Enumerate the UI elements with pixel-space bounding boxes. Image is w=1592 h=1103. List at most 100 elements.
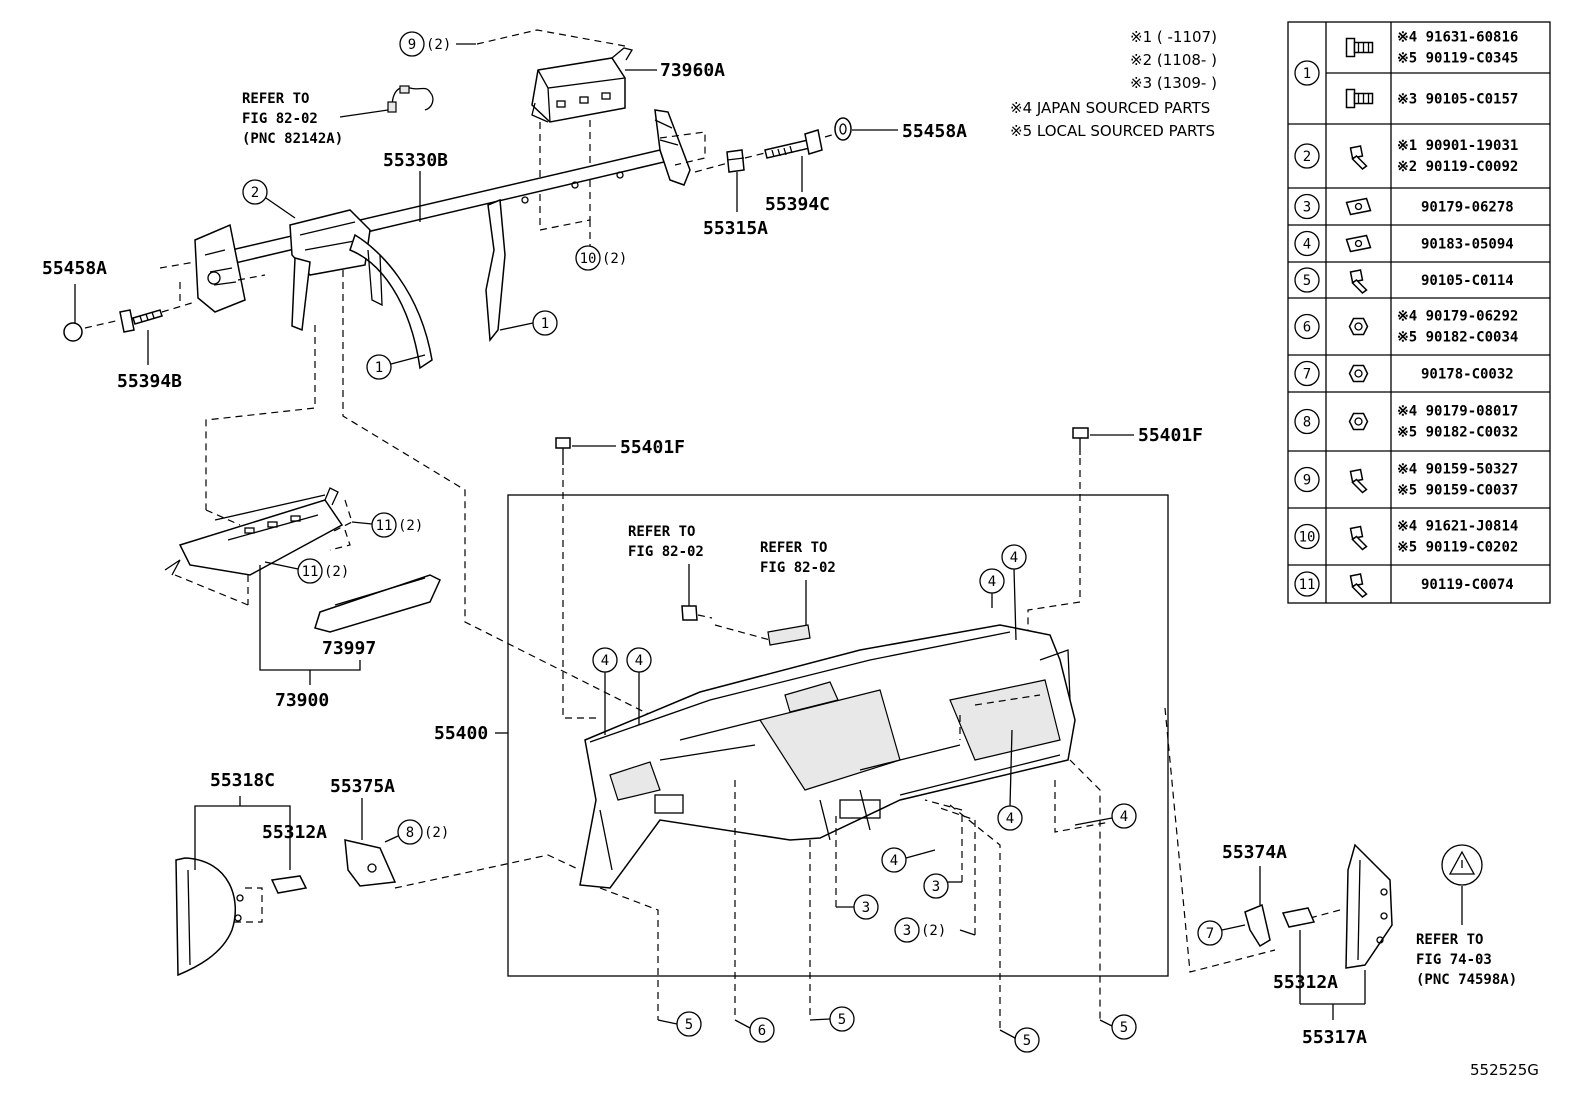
stud-bolt-55394B <box>119 309 163 333</box>
fastener-part-number: ※4 90179-06292 <box>1397 309 1518 325</box>
svg-text:(2): (2) <box>426 37 451 53</box>
clip-55312A-right <box>1281 907 1316 928</box>
callout-8: 8 (2) <box>384 819 449 845</box>
fastener-table: 1 ※4 91631-60816 ※5 90119-C0345 ※3 90105-C0… <box>1287 21 1551 604</box>
bolt-icon <box>1349 269 1368 294</box>
callout-3a: 3 <box>836 894 879 920</box>
svg-text:(2): (2) <box>398 518 423 534</box>
fastener-part-number: ※4 90159-50327 <box>1397 462 1518 478</box>
bracket-55374A <box>1244 903 1271 948</box>
part-label-55317A: 55317A <box>1302 1027 1367 1048</box>
refer-top-line3: (PNC 82142A) <box>242 131 343 147</box>
grommet-55458A-left <box>63 322 83 342</box>
callout-5c: 5 <box>999 1027 1040 1053</box>
part-label-73997: 73997 <box>322 638 376 659</box>
fastener-row: 2 ※1 90901-19031 ※2 90119-C0092 <box>1294 138 1518 175</box>
fastener-number-circle <box>1294 571 1320 597</box>
callout-7: 7 <box>1197 920 1246 946</box>
part-label-55458A-right: 55458A <box>902 121 967 142</box>
screw-55401F-left <box>555 437 571 465</box>
callout-5d: 5 <box>1099 1014 1137 1040</box>
callout-4b: 4 <box>626 647 652 725</box>
harness-connector <box>387 85 434 113</box>
part-label-55458A-left: 55458A <box>42 258 107 279</box>
refer-top-line1: REFER TO <box>242 91 309 107</box>
note-4: ※4 JAPAN SOURCED PARTS <box>1010 99 1210 117</box>
svg-text:7: 7 <box>1206 926 1214 942</box>
note-1: ※1 ( -1107) <box>1130 28 1217 46</box>
fastener-part-number: ※1 90901-19031 <box>1397 138 1518 154</box>
fastener-row: 11 90119-C0074 <box>1294 571 1514 598</box>
clip-55315A <box>726 149 745 173</box>
callout-3b: 3 <box>923 873 962 899</box>
side-cover-55317A <box>1345 843 1393 969</box>
fastener-part-number: 90179-06278 <box>1421 200 1514 216</box>
fastener-number: 10 <box>1299 530 1316 546</box>
fastener-number: 1 <box>1303 66 1311 82</box>
svg-text:10: 10 <box>580 251 597 267</box>
clip-nut-icon <box>1345 234 1372 253</box>
fastener-number: 11 <box>1299 577 1316 593</box>
refer-mid2-line1: REFER TO <box>760 540 827 556</box>
part-label-55318C: 55318C <box>210 770 275 791</box>
fastener-row: 8※4 90179-08017※5 90182-C0032 <box>1294 404 1518 441</box>
diagram-id: 552525G <box>1470 1061 1539 1079</box>
fastener-row: 10※4 91621-J0814※5 90119-C0202 <box>1294 519 1518 556</box>
fastener-row: 3 90179-06278 <box>1294 193 1514 220</box>
svg-text:9: 9 <box>408 37 416 53</box>
fastener-part-number: ※2 90119-C0092 <box>1397 159 1518 175</box>
fastener-row: ※3 90105-C0157 <box>1345 88 1518 109</box>
fastener-number: 2 <box>1303 149 1311 165</box>
fastener-row: 7 90178-C0032 <box>1294 360 1514 387</box>
fastener-number: 3 <box>1303 200 1311 216</box>
svg-text:4: 4 <box>890 853 898 869</box>
fastener-row: 6※4 90179-06292※5 90182-C0034 <box>1294 309 1518 346</box>
svg-text:2: 2 <box>251 185 259 201</box>
refer-top-line2: FIG 82-02 <box>242 111 318 127</box>
svg-text:(2): (2) <box>324 564 349 580</box>
part-label-73900: 73900 <box>275 690 329 711</box>
nut-icon <box>1348 317 1369 336</box>
fastener-number-circle <box>1294 267 1320 293</box>
svg-text:1: 1 <box>541 316 549 332</box>
svg-text:5: 5 <box>838 1012 846 1028</box>
part-label-55401F-left: 55401F <box>620 437 685 458</box>
fastener-part-number: ※5 90119-C0345 <box>1397 51 1518 67</box>
part-label-55315A: 55315A <box>703 218 768 239</box>
svg-text:4: 4 <box>1010 550 1018 566</box>
callout-10: 10 (2) <box>575 245 627 271</box>
callout-4d: 4 <box>979 568 1005 608</box>
fastener-part-number: 90178-C0032 <box>1421 367 1514 383</box>
grommet-55458A-right <box>834 117 852 141</box>
svg-text:(2): (2) <box>921 923 946 939</box>
bolt-long-icon <box>1345 88 1374 109</box>
airbag-warning-icon <box>1441 844 1483 886</box>
svg-text:4: 4 <box>635 653 643 669</box>
svg-text:(2): (2) <box>602 251 627 267</box>
fastener-part-number: 90119-C0074 <box>1421 577 1514 593</box>
fastener-number: 7 <box>1303 367 1311 383</box>
knee-airbag-cover-73997 <box>314 574 441 633</box>
fastener-part-number: ※4 90179-08017 <box>1397 404 1518 420</box>
fastener-part-number: ※5 90182-C0034 <box>1397 330 1518 346</box>
svg-text:3: 3 <box>903 923 911 939</box>
part-label-55312A-left: 55312A <box>262 822 327 843</box>
callout-9: 9 (2) <box>399 31 476 57</box>
callout-4f: 4 <box>1074 803 1137 829</box>
part-label-55374A: 55374A <box>1222 842 1287 863</box>
callout-4a: 4 <box>592 647 618 735</box>
screw-55401F-right <box>1072 427 1089 455</box>
bracket-55375A <box>344 839 397 887</box>
fastener-number-circle <box>1294 60 1320 86</box>
svg-text:1: 1 <box>375 360 383 376</box>
refer-mid1-line2: FIG 82-02 <box>628 544 704 560</box>
fastener-number: 9 <box>1303 473 1311 489</box>
refer-right-line1: REFER TO <box>1416 932 1483 948</box>
stud-bolt-55394C <box>764 129 823 159</box>
fastener-part-number: ※4 91631-60816 <box>1397 30 1518 46</box>
part-label-55394C: 55394C <box>765 194 830 215</box>
callout-4e: 4 <box>997 729 1023 831</box>
